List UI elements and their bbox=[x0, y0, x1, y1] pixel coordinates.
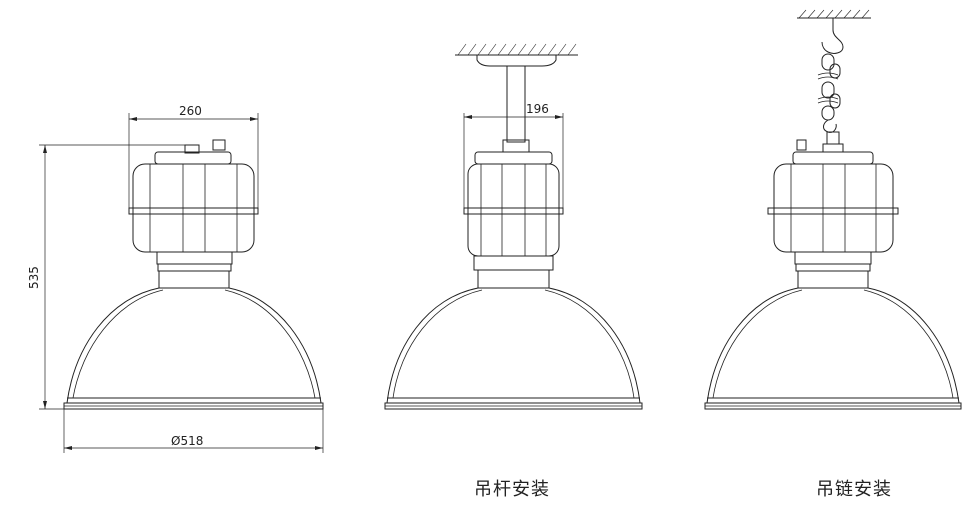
dimension-label-diameter: Ø518 bbox=[171, 434, 203, 448]
dimension-height: 535 bbox=[27, 144, 198, 410]
dimension-rod-mount-width: 196 bbox=[463, 102, 564, 208]
ceiling-mount-right bbox=[797, 9, 871, 19]
caption-rod-mount: 吊杆安装 bbox=[474, 479, 550, 500]
dimension-label-535: 535 bbox=[27, 266, 41, 289]
dimension-label-260: 260 bbox=[179, 104, 202, 118]
dimension-label-196: 196 bbox=[526, 102, 549, 116]
ceiling-mount-middle bbox=[455, 43, 578, 153]
lamp-middle bbox=[384, 151, 643, 410]
hanging-chain bbox=[817, 18, 844, 153]
lamp-right bbox=[704, 139, 962, 410]
caption-chain-mount: 吊链安装 bbox=[816, 479, 892, 500]
lamp-left bbox=[63, 139, 324, 410]
dimension-reflector-diameter: Ø518 bbox=[63, 409, 324, 453]
dimension-housing-width: 260 bbox=[128, 104, 259, 208]
